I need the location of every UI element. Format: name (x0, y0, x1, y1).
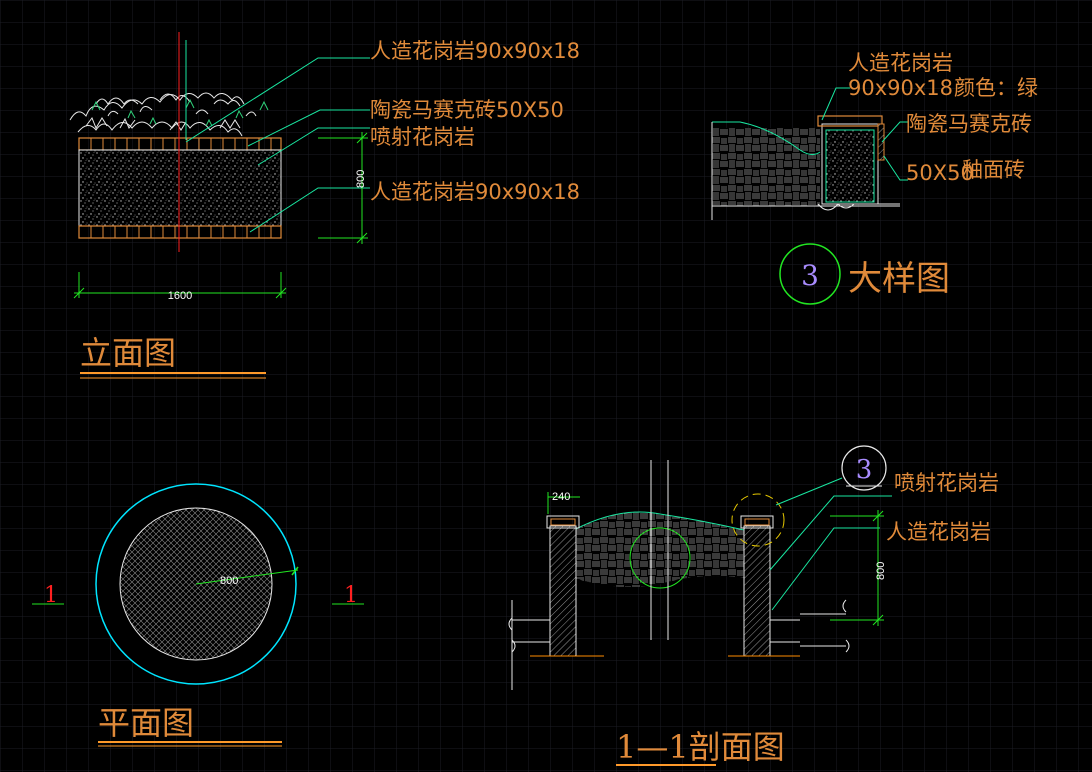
elevation-view: 800 1600 人造花岗岩90x90x18 陶瓷马赛克砖50X50 喷射花岗岩… (69, 32, 580, 379)
plan-title: 平面图 (98, 704, 194, 742)
detail-leaders (821, 87, 908, 181)
section-detail-ref-number: 3 (856, 455, 873, 485)
section-detail-callout (731, 493, 785, 547)
section-height-dimension (830, 510, 884, 626)
detail-soil-surface (712, 121, 821, 156)
section-detail-ref-leader (775, 477, 843, 506)
section-left-cap (546, 515, 580, 529)
planter-bottom-band (78, 225, 282, 239)
detail-label-granite-line2: 90x90x18 (848, 76, 953, 100)
section-soil-fill (574, 512, 744, 587)
section-title: 1—1剖面图 (616, 728, 785, 766)
planter-bottom-band-joints (90, 226, 272, 238)
elevation-height-dimension (318, 132, 368, 244)
section-wall-dimension-text: 240 (552, 491, 570, 503)
plan-section-mark-left: 1 (44, 583, 58, 608)
detail-label-mosaic: 陶瓷马赛克砖 (906, 112, 1032, 136)
section-label-granite: 人造花岗岩 (886, 520, 991, 544)
elevation-label-bottom-granite: 人造花岗岩90x90x18 (370, 180, 580, 204)
detail-view: 人造花岗岩 90x90x18 颜色：绿 陶瓷马赛克砖 50X50 釉面砖 3 大… (711, 51, 1038, 305)
section-left-cap-tile (550, 518, 576, 526)
section-right-cap (740, 515, 774, 529)
detail-wall-core (825, 129, 875, 203)
elevation-width-dimension (73, 272, 287, 299)
elevation-label-spray: 喷射花岗岩 (370, 125, 475, 149)
detail-label-granite-line1: 人造花岗岩 (848, 51, 953, 75)
plan-radius-arrow (291, 566, 299, 576)
detail-label-glaze: 釉面砖 (962, 158, 1025, 182)
elevation-label-mosaic: 陶瓷马赛克砖50X50 (370, 98, 564, 122)
plan-view: 800 1 1 平面图 (32, 483, 364, 747)
detail-title: 大样图 (848, 259, 950, 299)
section-root-ball (629, 527, 691, 589)
plan-radius-dimension-line (195, 569, 299, 585)
plan-radius-text: 800 (220, 575, 238, 587)
detail-soil-fill (712, 128, 820, 206)
detail-number-balloon (779, 243, 841, 305)
planter-top-cap-joints (90, 138, 272, 150)
elevation-width-dimension-text: 1600 (168, 290, 192, 302)
section-right-cap-tile (744, 518, 770, 526)
elevation-title: 立面图 (80, 334, 176, 372)
planter-body-sprayed-granite (78, 149, 282, 227)
section-soil-surface (573, 511, 745, 531)
plan-section-mark-right: 1 (344, 583, 358, 608)
section-leaders (769, 495, 892, 611)
section-ground-lines (508, 599, 850, 690)
section-view: 240 3 800 喷射花岗岩 人造花岗岩 1—1剖面图 (508, 445, 999, 766)
plant-leaves-green (91, 98, 269, 127)
section-label-spray: 喷射花岗岩 (894, 471, 999, 495)
detail-cap-tile (817, 115, 883, 127)
plant-foliage (69, 92, 257, 137)
section-detail-ref-balloon (841, 445, 887, 491)
elevation-height-dimension-text: 800 (355, 170, 367, 188)
detail-label-size: 50X50 (906, 161, 974, 185)
section-left-wall (549, 525, 577, 657)
detail-number: 3 (801, 259, 819, 292)
section-height-dimension-text: 800 (875, 562, 887, 580)
detail-label-color: 颜色：绿 (954, 76, 1038, 100)
detail-mosaic-face (877, 123, 885, 161)
elevation-leaders (185, 57, 370, 233)
elevation-label-top-granite: 人造花岗岩90x90x18 (370, 39, 580, 63)
